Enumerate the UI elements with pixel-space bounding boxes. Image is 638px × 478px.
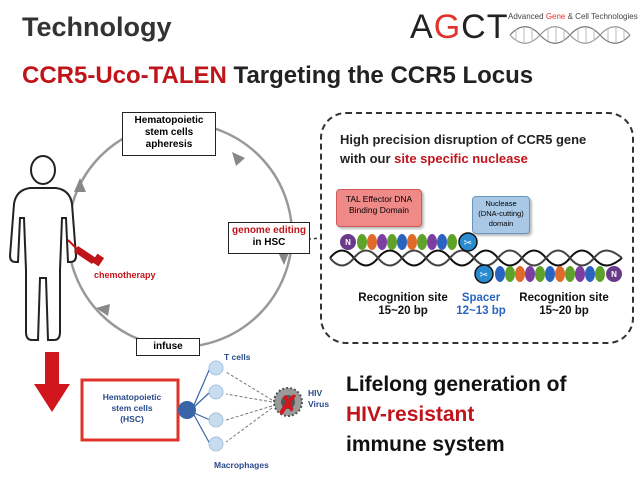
svg-text:N: N — [345, 238, 351, 247]
cycle-arrow-icon — [232, 152, 245, 166]
chemotherapy-label: chemotherapy — [94, 270, 156, 280]
cycle-arrow-icon — [74, 178, 86, 192]
macrophages-label: Macrophages — [214, 460, 269, 470]
hsc-cell-icon — [178, 401, 196, 419]
human-body-icon — [8, 155, 78, 341]
logo-letter: T — [486, 8, 509, 46]
section-label: Technology — [22, 12, 172, 42]
logo-wordmark: AGCT — [410, 8, 508, 47]
logo-letter: C — [461, 8, 487, 46]
lineage-diagram: ✗ — [80, 360, 303, 452]
syringe-icon — [67, 239, 105, 267]
step-genome-editing: genome editing in HSC — [228, 222, 310, 254]
hiv-virus-icon — [273, 387, 303, 417]
blocked-x-icon: ✗ — [277, 390, 299, 420]
immune-cell-icons — [208, 360, 224, 452]
callout-heading: High precision disruption of CCR5 gene w… — [340, 132, 587, 166]
right-talen-array: ✂ N — [474, 264, 622, 284]
scissors-icon: ✂ — [464, 238, 472, 249]
hsc-box — [80, 378, 180, 442]
logo-dna-icon — [509, 26, 631, 44]
left-talen-array: N ✂ — [340, 232, 478, 252]
nuclease-domain-label: Nuclease (DNA-cutting) domain — [472, 196, 530, 234]
tal-domain-label: TAL Effector DNA Binding Domain — [336, 189, 422, 227]
outcome-statement: Lifelong generation of HIV-resistant imm… — [346, 373, 567, 456]
cycle-arrow-icon — [96, 304, 110, 316]
scissors-icon: ✂ — [480, 270, 488, 281]
page-title: CCR5-Uco-TALEN Targeting the CCR5 Locus — [22, 62, 534, 89]
down-arrow-icon — [34, 352, 70, 412]
logo-tagline: Advanced Gene & Cell Technologies — [508, 12, 638, 21]
step-infuse: infuse — [136, 338, 200, 356]
step-apheresis: Hematopoietic stem cells apheresis — [122, 112, 216, 156]
logo-letter: A — [410, 8, 434, 46]
logo-letter: G — [433, 8, 462, 46]
dna-strand — [329, 249, 623, 267]
dna-talen-graphic: N ✂ ✂ N — [329, 232, 623, 284]
agct-logo: AGCT Advanced Gene & Cell Technologies — [410, 8, 638, 48]
tcells-label: T cells — [224, 352, 251, 362]
svg-text:N: N — [611, 270, 617, 279]
